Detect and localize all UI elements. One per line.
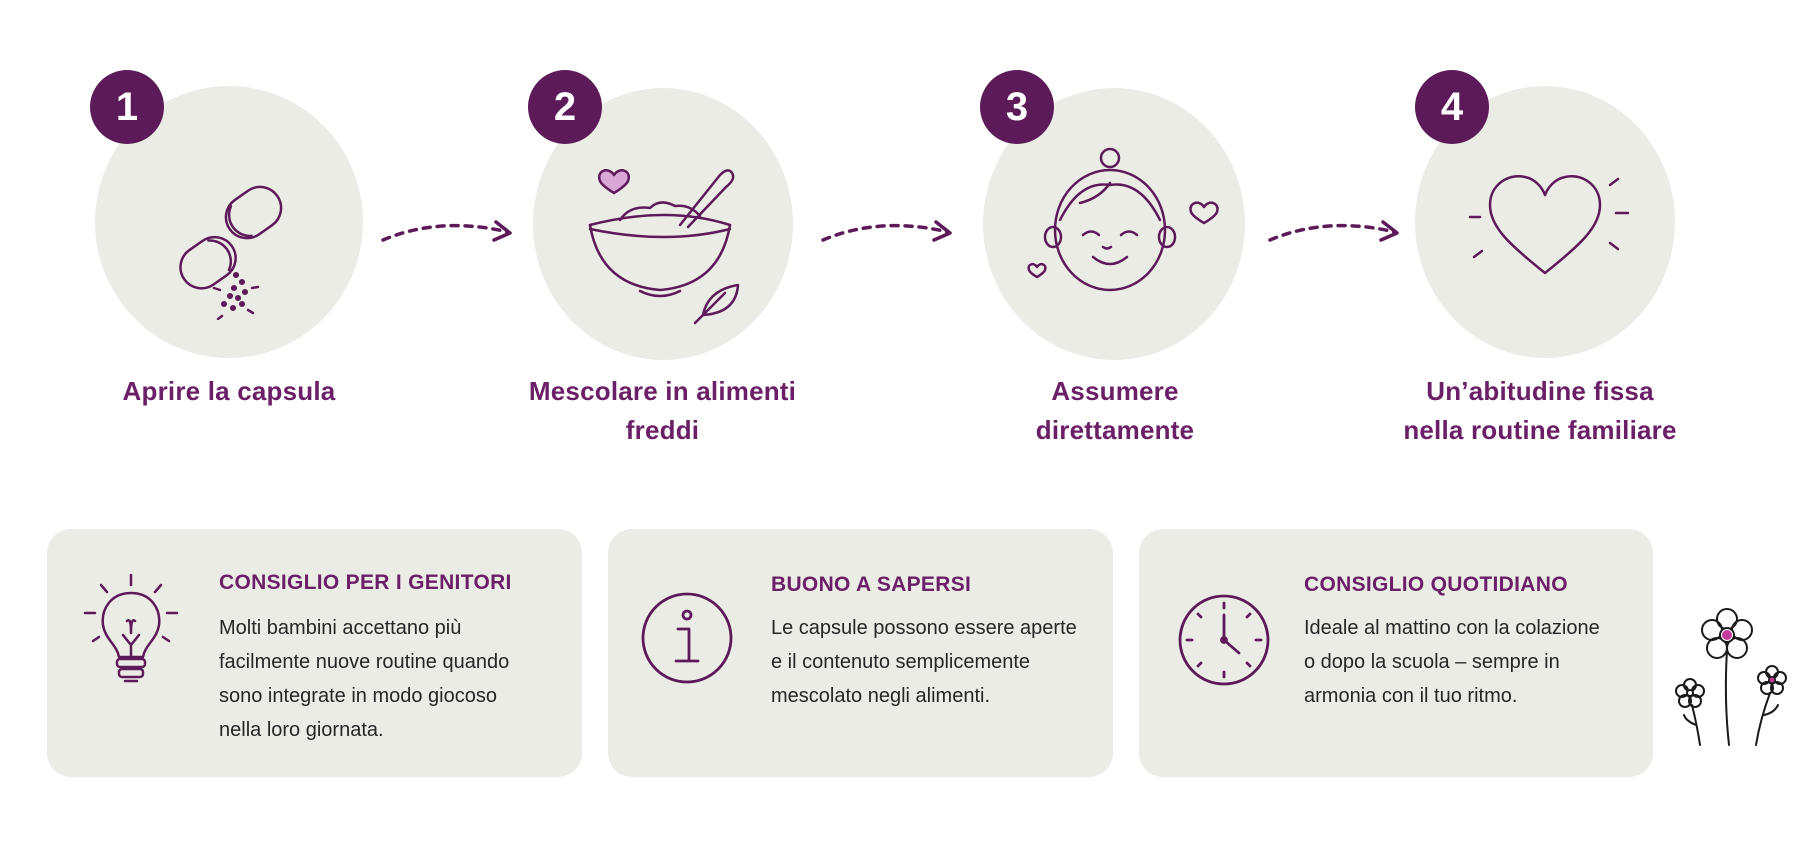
step-3-label-line2: direttamente xyxy=(1035,415,1195,445)
step-4-label-line1: Un’abitudine fissa xyxy=(1426,376,1654,406)
card-parent-tip-title: CONSIGLIO PER I GENITORI xyxy=(219,571,512,594)
info-icon xyxy=(640,591,734,690)
lightbulb-icon xyxy=(81,573,181,694)
step-3-label: Assumere direttamente xyxy=(960,372,1270,450)
card-daily-tip-line: armonia con il tuo ritmo. xyxy=(1304,685,1518,707)
capsule-icon xyxy=(150,170,310,325)
card-parent-tip-line: sono integrate in modo giocoso xyxy=(219,685,497,707)
step-4-label: Un’abitudine fissa nella routine familia… xyxy=(1380,372,1700,450)
flowers-icon xyxy=(1672,605,1792,755)
step-3-number: 3 xyxy=(980,70,1054,144)
step-2-label-line1: Mescolare in alimenti xyxy=(528,376,797,406)
arrow-1-icon xyxy=(380,208,520,253)
card-parent-tip: CONSIGLIO PER I GENITORI Molti bambini a… xyxy=(47,529,582,777)
clock-icon xyxy=(1177,593,1271,692)
card-daily-tip: CONSIGLIO QUOTIDIANO Ideale al mattino c… xyxy=(1139,529,1653,777)
card-parent-tip-text: Molti bambini accettano più facilmente n… xyxy=(219,611,569,747)
card-daily-tip-line: Ideale al mattino con la colazione xyxy=(1304,617,1600,639)
card-daily-tip-line: o dopo la scuola – sempre in xyxy=(1304,651,1560,673)
heart-icon xyxy=(1450,165,1640,290)
step-4-label-line2: nella routine familiare xyxy=(1403,415,1677,445)
card-good-to-know-line: Le capsule possono essere aperte xyxy=(771,617,1077,639)
step-3-label-line1: Assumere xyxy=(1051,376,1179,406)
card-good-to-know-title: BUONO A SAPERSI xyxy=(771,573,972,596)
step-2-number: 2 xyxy=(528,70,602,144)
card-daily-tip-text: Ideale al mattino con la colazione o dop… xyxy=(1304,611,1649,713)
step-2-label: Mescolare in alimenti freddi xyxy=(500,372,825,450)
card-parent-tip-line: nella loro giornata. xyxy=(219,719,384,741)
card-parent-tip-line: Molti bambini accettano più xyxy=(219,617,462,639)
card-good-to-know-line: e il contenuto semplicemente xyxy=(771,651,1031,673)
step-2-label-line2: freddi xyxy=(625,415,700,445)
child-face-icon xyxy=(1015,145,1255,310)
card-daily-tip-title: CONSIGLIO QUOTIDIANO xyxy=(1304,573,1568,596)
step-1-label: Aprire la capsula xyxy=(80,372,378,411)
card-good-to-know-text: Le capsule possono essere aperte e il co… xyxy=(771,611,1106,713)
bowl-icon xyxy=(580,155,755,335)
arrow-3-icon xyxy=(1267,208,1407,253)
card-parent-tip-line: facilmente nuove routine quando xyxy=(219,651,510,673)
step-1-number: 1 xyxy=(90,70,164,144)
step-1-label-line1: Aprire la capsula xyxy=(122,376,336,406)
step-4-number: 4 xyxy=(1415,70,1489,144)
card-good-to-know-line: mescolato negli alimenti. xyxy=(771,685,990,707)
card-good-to-know: BUONO A SAPERSI Le capsule possono esser… xyxy=(608,529,1113,777)
arrow-2-icon xyxy=(820,208,960,253)
